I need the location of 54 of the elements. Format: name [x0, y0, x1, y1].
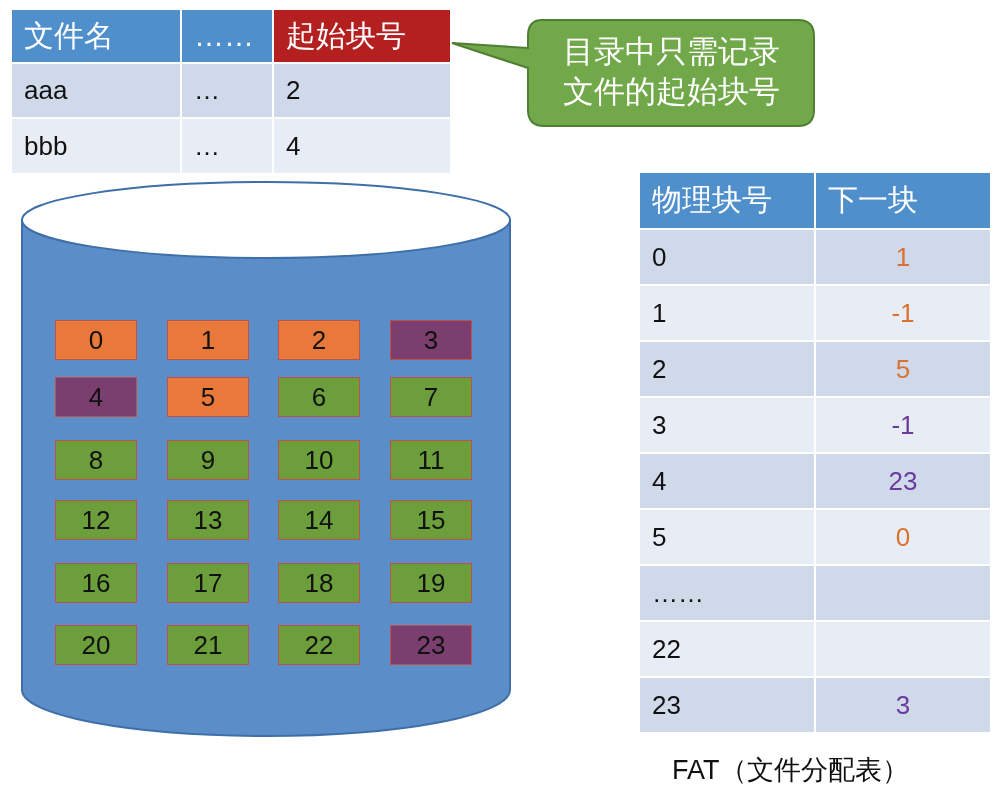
table-cell: aaa	[12, 64, 180, 117]
table-cell: 0	[640, 230, 814, 284]
table-cell: 23	[640, 678, 814, 732]
disk-block: 22	[278, 625, 360, 665]
table-cell: 23	[816, 454, 990, 508]
table-header-cell: ……	[182, 10, 272, 62]
disk-block: 2	[278, 320, 360, 360]
table-cell: 3	[640, 398, 814, 452]
disk-block: 13	[167, 500, 249, 540]
disk-block: 9	[167, 440, 249, 480]
table-cell: 22	[640, 622, 814, 676]
table-cell: bbb	[12, 119, 180, 173]
table-cell: …	[182, 119, 272, 173]
callout-bubble	[450, 18, 816, 128]
table-cell: …	[182, 64, 272, 117]
disk-block: 17	[167, 563, 249, 603]
table-cell: 5	[816, 342, 990, 396]
disk-block: 15	[390, 500, 472, 540]
disk-block: 14	[278, 500, 360, 540]
disk-block: 23	[390, 625, 472, 665]
table-cell: 1	[640, 286, 814, 340]
table-header-cell: 文件名	[12, 10, 180, 62]
table-cell: -1	[816, 286, 990, 340]
disk-block: 5	[167, 377, 249, 417]
table-caption: FAT（文件分配表）	[672, 754, 909, 787]
disk-block: 11	[390, 440, 472, 480]
disk-block: 3	[390, 320, 472, 360]
table-cell: 2	[640, 342, 814, 396]
disk-block: 18	[278, 563, 360, 603]
table-header-cell: 起始块号	[274, 10, 450, 62]
disk-block: 4	[55, 377, 137, 417]
table-cell: 5	[640, 510, 814, 564]
disk-block: 0	[55, 320, 137, 360]
table-cell: 4	[274, 119, 450, 173]
disk-block: 6	[278, 377, 360, 417]
disk-block: 8	[55, 440, 137, 480]
table-cell: ……	[640, 566, 814, 620]
disk-block: 12	[55, 500, 137, 540]
disk-block: 19	[390, 563, 472, 603]
table-cell: -1	[816, 398, 990, 452]
disk-block: 16	[55, 563, 137, 603]
disk-block: 20	[55, 625, 137, 665]
table-header-cell: 下一块	[816, 173, 990, 228]
disk-block: 1	[167, 320, 249, 360]
table-header-cell: 物理块号	[640, 173, 814, 228]
table-cell: 1	[816, 230, 990, 284]
table-cell: 3	[816, 678, 990, 732]
table-cell: 4	[640, 454, 814, 508]
disk-block: 7	[390, 377, 472, 417]
table-cell: 0	[816, 510, 990, 564]
table-cell: 2	[274, 64, 450, 117]
disk-block: 21	[167, 625, 249, 665]
callout-text: 目录中只需记录文件的起始块号	[561, 33, 781, 111]
disk-block: 10	[278, 440, 360, 480]
